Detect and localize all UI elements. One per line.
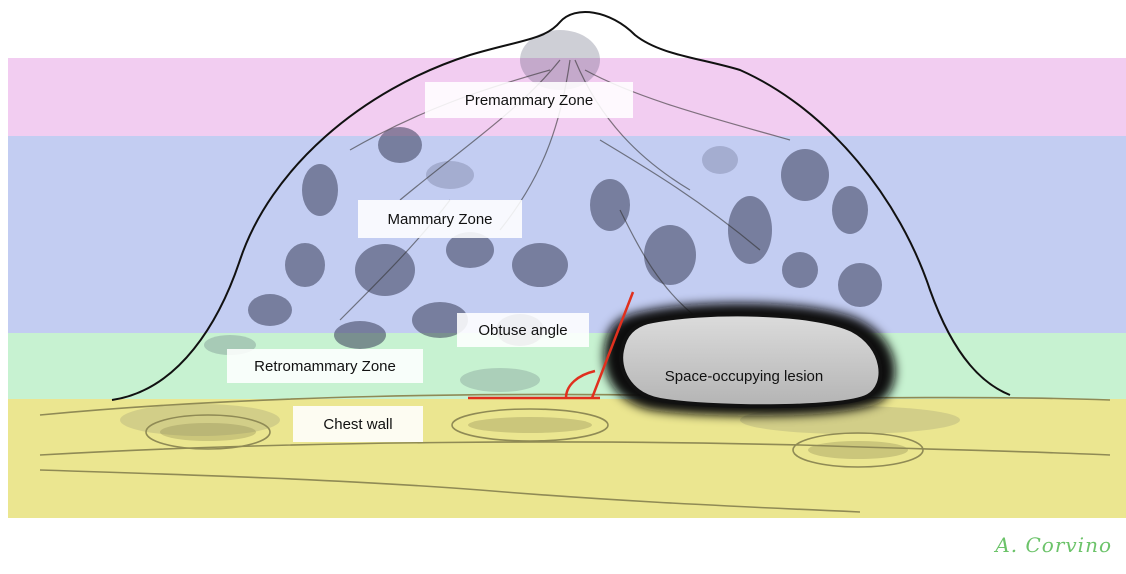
artist-signature: A. Corvino	[995, 533, 1112, 557]
chest-wall-label: Chest wall	[293, 406, 423, 442]
lesion-label: Space-occupying lesion	[630, 356, 858, 396]
mammary-zone-band	[8, 136, 1126, 333]
premammary-zone-label: Premammary Zone	[425, 82, 633, 118]
retromammary-zone-label: Retromammary Zone	[227, 349, 423, 383]
obtuse-angle-label: Obtuse angle	[457, 313, 589, 347]
mammary-zone-label: Mammary Zone	[358, 200, 522, 238]
